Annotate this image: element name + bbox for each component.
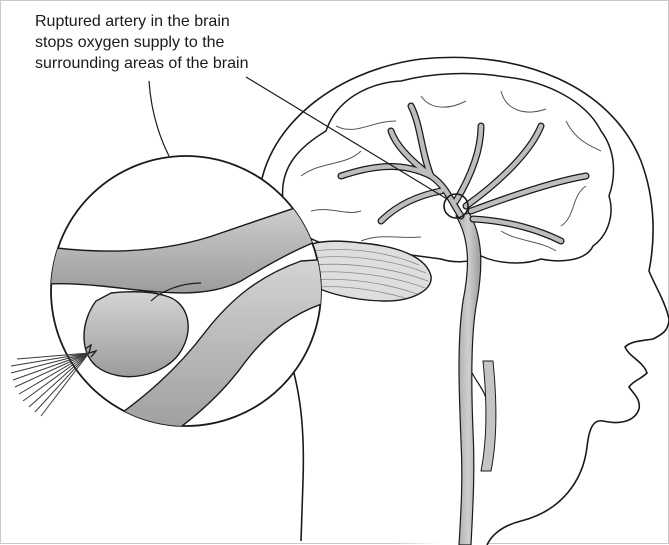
magnify-leader-line — [149, 81, 169, 156]
